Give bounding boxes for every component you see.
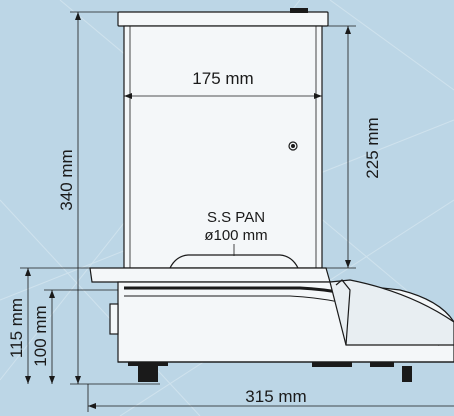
chamber-height-label: 225 mm	[363, 117, 382, 178]
balance-base	[89, 267, 454, 363]
door-knob-icon	[288, 141, 298, 151]
dimension-lines	[20, 11, 454, 412]
chamber-width-label: 175 mm	[192, 69, 253, 88]
pan-diameter-label: ø100 mm	[204, 227, 267, 244]
dimension-arrows	[25, 12, 351, 409]
pan-material-label: S.S PAN	[207, 209, 265, 226]
weighing-pan	[169, 254, 299, 269]
base-height-label: 100 mm	[31, 305, 50, 366]
balance-feet	[128, 362, 412, 382]
base-total-height-label: 115 mm	[7, 298, 26, 358]
depth-label: 315 mm	[245, 387, 306, 406]
total-height-label: 340 mm	[57, 149, 76, 210]
